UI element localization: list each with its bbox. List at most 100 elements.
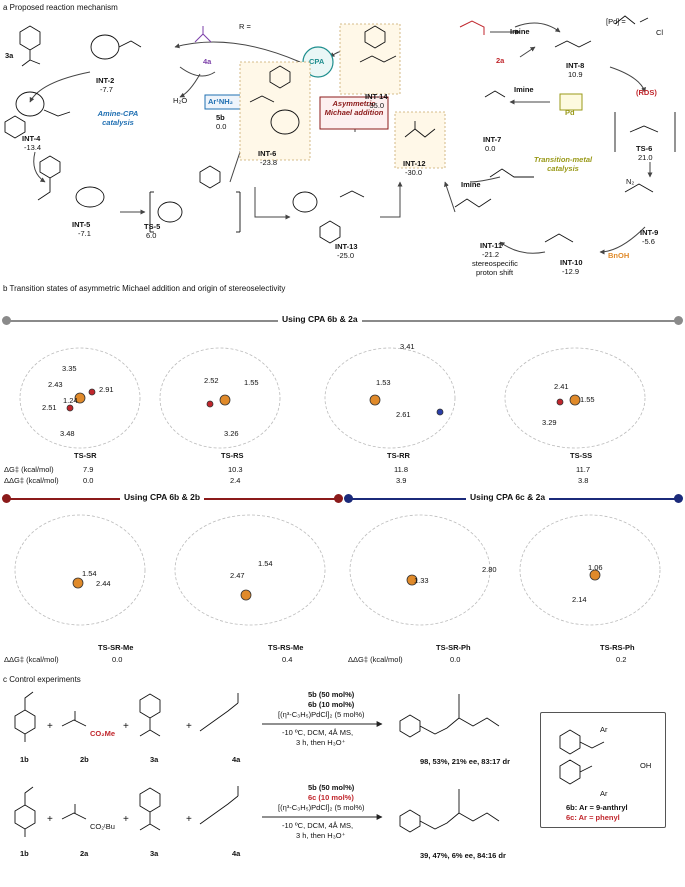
dist-tsrr-2: 1.53 (376, 378, 391, 387)
arrow-int7-to-int8 (519, 46, 536, 58)
plus-2: + (123, 721, 129, 732)
dist-tsrsme-2: 1.54 (258, 559, 273, 568)
mol-4a-row1 (199, 693, 239, 732)
dist-tssr-3: 2.91 (99, 385, 114, 394)
ts-sr-dg: 7.9 (83, 465, 94, 474)
value-int13: -25.0 (337, 251, 355, 260)
label-int4: INT-4 (22, 134, 41, 143)
imine-label-2: Imine (514, 85, 534, 94)
value-int7: 0.0 (485, 144, 496, 153)
label-ts6: TS-6 (636, 144, 653, 153)
pd-cl: Cl (656, 28, 664, 37)
mol-int13 (292, 190, 365, 244)
imine-label-3: Imine (461, 180, 481, 189)
dist-tsss-2: 1.55 (580, 395, 595, 404)
plus-6: + (186, 814, 192, 825)
value-int10: -12.9 (562, 267, 580, 276)
label-2a: 2a (496, 56, 505, 65)
pd-def: [Pd] = (606, 17, 626, 26)
ddg-row-label: ΔΔG‡ (kcal/mol) (4, 476, 59, 485)
cond1-5: 3 h, then H₃O⁺ (296, 738, 346, 747)
mol-imine-right (489, 168, 534, 178)
label-int14: INT-14 (365, 92, 388, 101)
ts-sr-structure (19, 347, 141, 449)
n2-label: N₂ (626, 177, 635, 186)
cond2-5: 3 h, then H₃O⁺ (296, 831, 346, 840)
label-int12: INT-12 (403, 159, 426, 168)
tm-cat-label: Transition-metal catalysis (533, 155, 593, 173)
arrow-int10-to-int11 (499, 241, 546, 254)
ts-sr-ph-ddg: 0.0 (450, 655, 461, 664)
ts-rr-structure (324, 347, 456, 449)
arrow-int4-to-int5 (33, 151, 46, 183)
mol-int10 (544, 233, 574, 243)
dist-tsss-1: 2.41 (554, 382, 569, 391)
dist-tssrph-2: 2.80 (482, 565, 497, 574)
mol-4a-row2 (199, 786, 239, 825)
mol-2a-row2 (61, 804, 87, 820)
label-int8: INT-8 (566, 61, 585, 70)
label-3a: 3a (5, 51, 14, 60)
value-int14: -35.0 (367, 101, 385, 110)
arrow-4a-in (179, 66, 216, 77)
product-98-label: 98, 53%, 21% ee, 83:17 dr (420, 757, 511, 766)
imine-label-1: Imine (510, 27, 530, 36)
ts-rs-name: TS-RS (221, 451, 244, 460)
dist-tsss-3: 3.29 (542, 418, 557, 427)
mol-1b-row2 (14, 786, 36, 837)
ts-ss-ddg: 3.8 (578, 476, 589, 485)
ts-rs-me-ddg: 0.4 (282, 655, 293, 664)
dist-tssr-6: 3.48 (60, 429, 75, 438)
legend-6c: 6c: Ar = phenyl (566, 813, 620, 822)
cond2-2: 6c (10 mol%) (308, 793, 354, 802)
cond2-1: 5b (50 mol%) (308, 783, 355, 792)
label-int2: INT-2 (96, 76, 115, 85)
header3-dot-left (344, 494, 353, 503)
panel-a-title: a Proposed reaction mechanism (3, 4, 118, 12)
reagent-3a-row1: 3a (150, 755, 159, 764)
co2me-label: CO₂Me (90, 729, 116, 738)
arrow-int8-to-ts6 (609, 66, 646, 93)
asym-box (319, 96, 389, 130)
mol-2a (459, 20, 485, 35)
ts-sr-name: TS-SR (74, 451, 97, 460)
value-int4: -13.4 (24, 143, 42, 152)
ts-rs-me-structure (174, 514, 326, 626)
mol-int12 (404, 121, 436, 138)
arrow-h2o-out (179, 73, 201, 98)
panel-a-title-text: a Proposed reaction mechanism (3, 3, 118, 12)
mol-int7 (484, 90, 506, 98)
dist-tssrme-1: 1.54 (82, 569, 97, 578)
dist-tssr-2: 2.43 (48, 380, 63, 389)
cond2-4: -10 ºC, DCM, 4Å MS, (282, 821, 354, 830)
header2-dot-right (334, 494, 343, 503)
arrow-imine-in (469, 176, 501, 183)
header1-dot-left (2, 316, 11, 325)
value-5b: 0.0 (216, 122, 227, 131)
cond2-3: [(η³-C₃H₅)PdCl]₂ (5 mol%) (278, 803, 365, 812)
mechanism-diagram (4, 15, 676, 255)
value-int5: -7.1 (78, 229, 91, 238)
plus-5: + (123, 814, 129, 825)
int12-box (394, 111, 446, 169)
dist-tssr-5: 2.51 (42, 403, 57, 412)
label-4a: 4a (203, 57, 212, 66)
ts-sr-me-structure (14, 514, 146, 626)
cond1-2: 6b (10 mol%) (308, 700, 355, 709)
mol-3a-row1 (139, 693, 161, 737)
mol-int2 (90, 34, 142, 60)
mol-ts6 (614, 112, 676, 152)
label-int11: INT-11 (480, 241, 503, 250)
mol-39 (399, 789, 500, 833)
mol-int14 (359, 25, 397, 63)
mol-2b-row1 (61, 711, 87, 727)
value-ts6: 21.0 (638, 153, 653, 162)
ts-sr-ph-structure (349, 514, 491, 626)
stereo-line2: proton shift (476, 268, 514, 277)
arrow-cpa-to-int2 (174, 41, 301, 63)
value-int6: -23.8 (260, 158, 278, 167)
ts-row1-structures (19, 347, 646, 449)
value-int8: 10.9 (568, 70, 583, 79)
ts-rs-ph-ddg: 0.2 (616, 655, 627, 664)
dist-tssrme-2: 2.44 (96, 579, 111, 588)
